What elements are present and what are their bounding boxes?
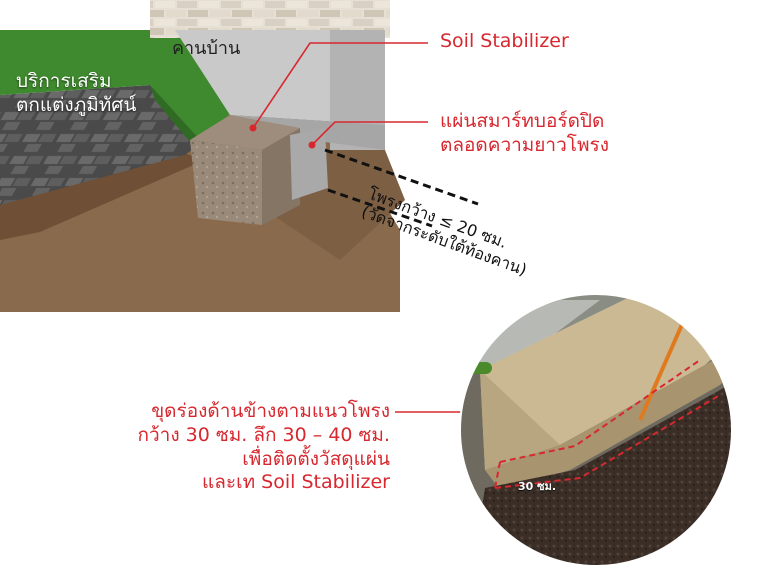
- house-beam-side: [330, 30, 385, 150]
- board-leader: [311, 121, 428, 146]
- paver-area: [0, 85, 205, 205]
- landscape-label-line-2: ตกแต่งภูมิทัศน์: [16, 93, 137, 116]
- trench-label-line-3: เพื่อติดตั้งวัสดุแผ่น: [242, 447, 390, 470]
- cross-section-illustration: [0, 0, 479, 312]
- board-leader-dot: [308, 141, 316, 149]
- smart-board-panel: [290, 128, 328, 200]
- stabilizer-leader-dot: [249, 124, 257, 132]
- beam-label: คานบ้าน: [172, 38, 241, 59]
- grass-lawn: [0, 30, 240, 140]
- stabilizer-block-front: [190, 140, 262, 225]
- board-label-line-2: ตลอดความยาวโพรง: [440, 133, 609, 156]
- gap-dash-top: [324, 148, 479, 206]
- board-label-line-1: แผ่นสมาร์ทบอร์ดปิด: [440, 110, 605, 132]
- stabilizer-block-top: [190, 115, 300, 150]
- stabilizer-label: Soil Stabilizer: [440, 30, 569, 52]
- trench-photo-frame: [459, 293, 733, 567]
- trench-label-line-2: กว้าง 30 ซม. ลึก 30 – 40 ซม.: [137, 423, 391, 446]
- stabilizer-block-side: [262, 128, 300, 225]
- landscape-label-line-1: บริการเสริม: [16, 70, 112, 92]
- trench-photo: [460, 294, 732, 566]
- board-label: แผ่นสมาร์ทบอร์ดปิด ตลอดความยาวโพรง: [440, 110, 609, 158]
- trench-label-line-1: ขุดร่องด้านข้างตามแนวโพรง: [151, 400, 390, 422]
- gap-dash-bottom: [327, 188, 433, 228]
- soil-edge: [0, 150, 205, 240]
- stabilizer-leader: [252, 42, 428, 129]
- trench-width-label: 30 ซม.: [518, 480, 557, 493]
- trench-label: ขุดร่องด้านข้างตามแนวโพรง กว้าง 30 ซม. ล…: [138, 400, 391, 495]
- landscape-label: บริการเสริม ตกแต่งภูมิทัศน์: [16, 70, 136, 118]
- trench-label-line-4: และเท Soil Stabilizer: [202, 471, 390, 494]
